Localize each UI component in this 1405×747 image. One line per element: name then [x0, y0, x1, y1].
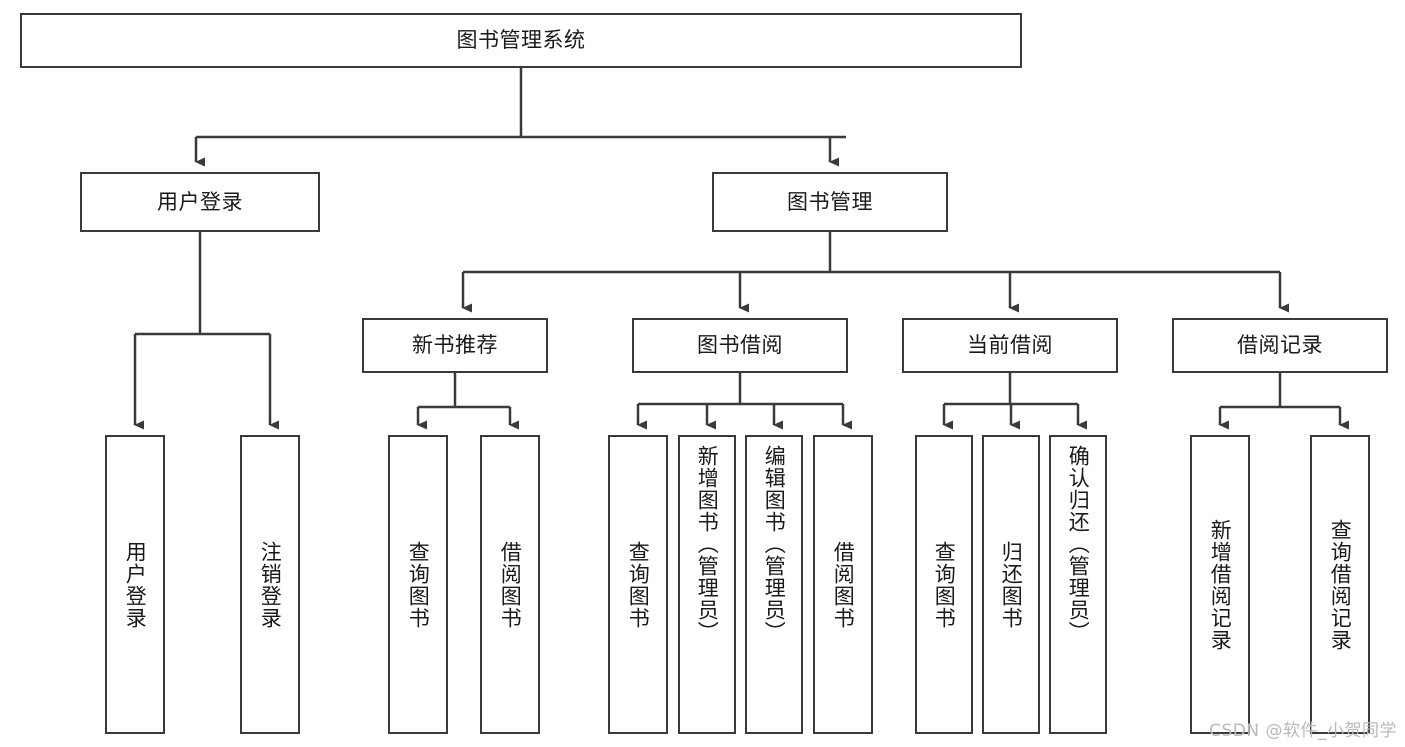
node-leaf-borrow-book-1-label: 借阅图书	[498, 540, 523, 629]
node-book-manage[interactable]: 图书管理	[712, 172, 948, 232]
node-leaf-user-login[interactable]: 用户登录	[105, 435, 165, 734]
node-leaf-return-book-label: 归还图书	[999, 540, 1024, 629]
node-borrow-record[interactable]: 借阅记录	[1172, 318, 1388, 373]
node-leaf-add-book[interactable]: 新增图书（管理员）	[678, 435, 736, 734]
node-leaf-query-book-1-label: 查询图书	[406, 540, 431, 629]
node-leaf-query-book-3[interactable]: 查询图书	[915, 435, 973, 734]
node-book-borrow-label: 图书借阅	[697, 333, 783, 358]
node-book-manage-label: 图书管理	[787, 189, 873, 214]
node-leaf-borrow-book-1[interactable]: 借阅图书	[480, 435, 540, 734]
node-leaf-add-book-label: 新增图书（管理员）	[695, 445, 720, 643]
node-root[interactable]: 图书管理系统	[20, 13, 1022, 68]
node-current-borrow-label: 当前借阅	[967, 333, 1053, 358]
node-leaf-edit-book[interactable]: 编辑图书（管理员）	[745, 435, 803, 734]
node-root-label: 图书管理系统	[456, 28, 586, 53]
node-new-book-rec[interactable]: 新书推荐	[362, 318, 548, 373]
node-leaf-query-book-2[interactable]: 查询图书	[608, 435, 668, 734]
node-leaf-edit-book-label: 编辑图书（管理员）	[762, 445, 787, 643]
node-leaf-query-book-1[interactable]: 查询图书	[388, 435, 448, 734]
node-leaf-return-book[interactable]: 归还图书	[982, 435, 1040, 734]
node-leaf-logout[interactable]: 注销登录	[240, 435, 300, 734]
node-leaf-query-book-3-label: 查询图书	[932, 540, 957, 629]
node-leaf-query-record[interactable]: 查询借阅记录	[1310, 435, 1370, 734]
node-borrow-record-label: 借阅记录	[1237, 333, 1323, 358]
node-leaf-logout-label: 注销登录	[258, 540, 283, 629]
node-leaf-user-login-label: 用户登录	[123, 540, 148, 629]
node-leaf-query-record-label: 查询借阅记录	[1328, 518, 1353, 651]
watermark: CSDN @软件_小贺同学	[1209, 721, 1397, 741]
node-leaf-borrow-book-2-label: 借阅图书	[831, 540, 856, 629]
node-book-borrow[interactable]: 图书借阅	[632, 318, 848, 373]
node-user-login-label: 用户登录	[157, 189, 243, 214]
node-leaf-query-book-2-label: 查询图书	[626, 540, 651, 629]
node-leaf-add-record-label: 新增借阅记录	[1208, 518, 1233, 651]
node-user-login[interactable]: 用户登录	[80, 172, 320, 232]
node-leaf-confirm-return[interactable]: 确认归还（管理员）	[1049, 435, 1107, 734]
node-new-book-rec-label: 新书推荐	[412, 333, 498, 358]
node-leaf-add-record[interactable]: 新增借阅记录	[1190, 435, 1250, 734]
node-leaf-confirm-return-label: 确认归还（管理员）	[1066, 445, 1091, 643]
node-leaf-borrow-book-2[interactable]: 借阅图书	[813, 435, 873, 734]
node-current-borrow[interactable]: 当前借阅	[902, 318, 1118, 373]
